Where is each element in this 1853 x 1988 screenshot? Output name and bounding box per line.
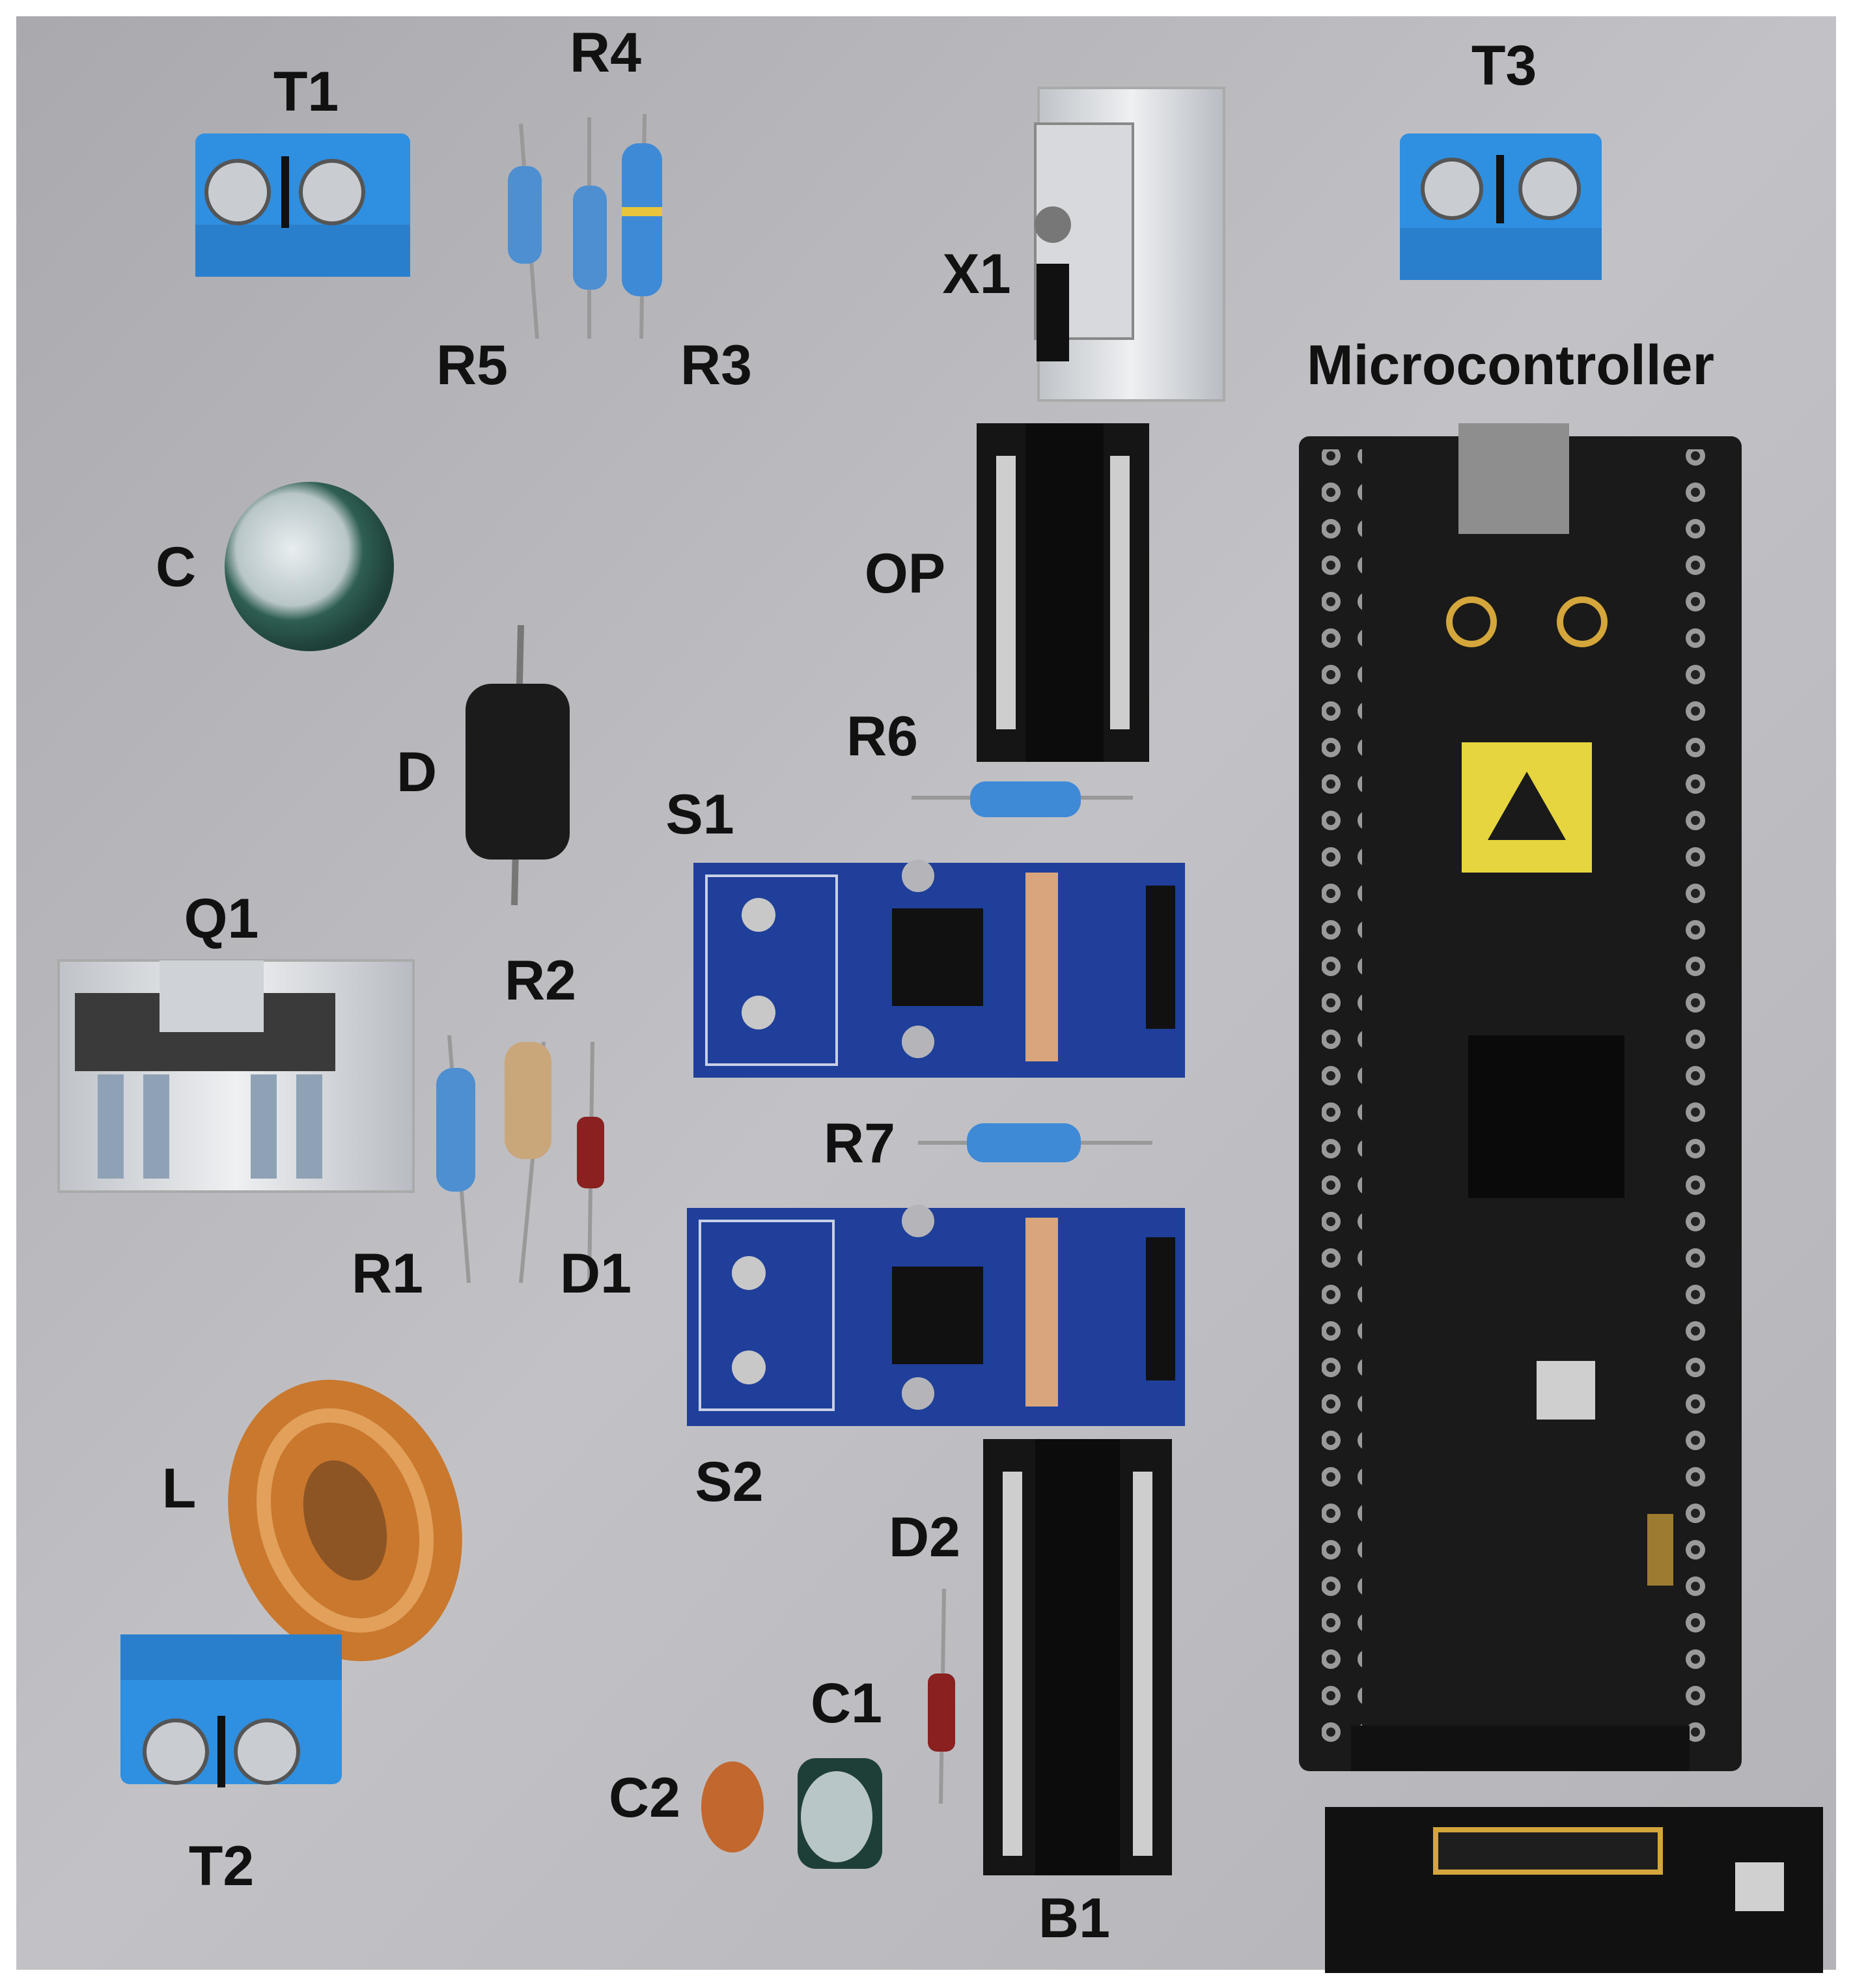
resistor-r4 [573, 117, 607, 339]
label-r7: R7 [824, 1112, 895, 1175]
label-d1: D1 [560, 1242, 632, 1305]
label-t3: T3 [1471, 35, 1537, 97]
diode-d1 [577, 1041, 604, 1283]
capacitor-c1 [798, 1758, 882, 1869]
label-t1: T1 [273, 61, 339, 123]
label-s2: S2 [695, 1451, 763, 1513]
label-d2: D2 [889, 1506, 960, 1569]
resistor-r3 [622, 113, 662, 339]
label-b1: B1 [1038, 1887, 1110, 1950]
label-op: OP [865, 542, 945, 605]
terminal-block-t1 [195, 133, 410, 277]
label-microcontroller: Microcontroller [1307, 334, 1714, 397]
transistor-q1 [57, 959, 415, 1193]
label-r5: R5 [436, 334, 508, 397]
current-sensor-s1 [693, 860, 1185, 1078]
label-d: D [397, 741, 437, 804]
inductor-l [228, 1379, 462, 1662]
terminal-block-t2 [120, 1634, 342, 1787]
label-c2: C2 [609, 1767, 680, 1829]
resistor-r1 [436, 1035, 475, 1283]
label-r1: R1 [352, 1242, 423, 1305]
resistor-r2 [505, 1041, 551, 1283]
label-t2: T2 [189, 1835, 254, 1897]
label-c: C [156, 536, 196, 598]
opamp-ic-op [977, 423, 1149, 762]
terminal-block-t3 [1400, 133, 1602, 280]
label-x1: X1 [942, 243, 1010, 305]
label-r6: R6 [846, 705, 918, 768]
label-l: L [162, 1457, 197, 1520]
label-s1: S1 [665, 783, 734, 846]
resistor-r6 [912, 781, 1133, 817]
label-q1: Q1 [184, 888, 259, 950]
label-r3: R3 [680, 334, 752, 397]
regulator-x1 [1034, 87, 1225, 402]
label-r2: R2 [505, 949, 576, 1012]
ic-b1 [983, 1439, 1172, 1875]
label-c1: C1 [811, 1672, 882, 1735]
microcontroller-board [1299, 423, 1823, 1973]
diode-d2 [928, 1588, 955, 1804]
resistor-r5 [508, 123, 542, 339]
label-r4: R4 [570, 21, 641, 84]
resistor-r7 [918, 1123, 1152, 1162]
diode-d [466, 624, 570, 906]
capacitor-c [225, 482, 394, 651]
capacitor-c2 [701, 1761, 764, 1853]
current-sensor-s2 [687, 1205, 1185, 1426]
